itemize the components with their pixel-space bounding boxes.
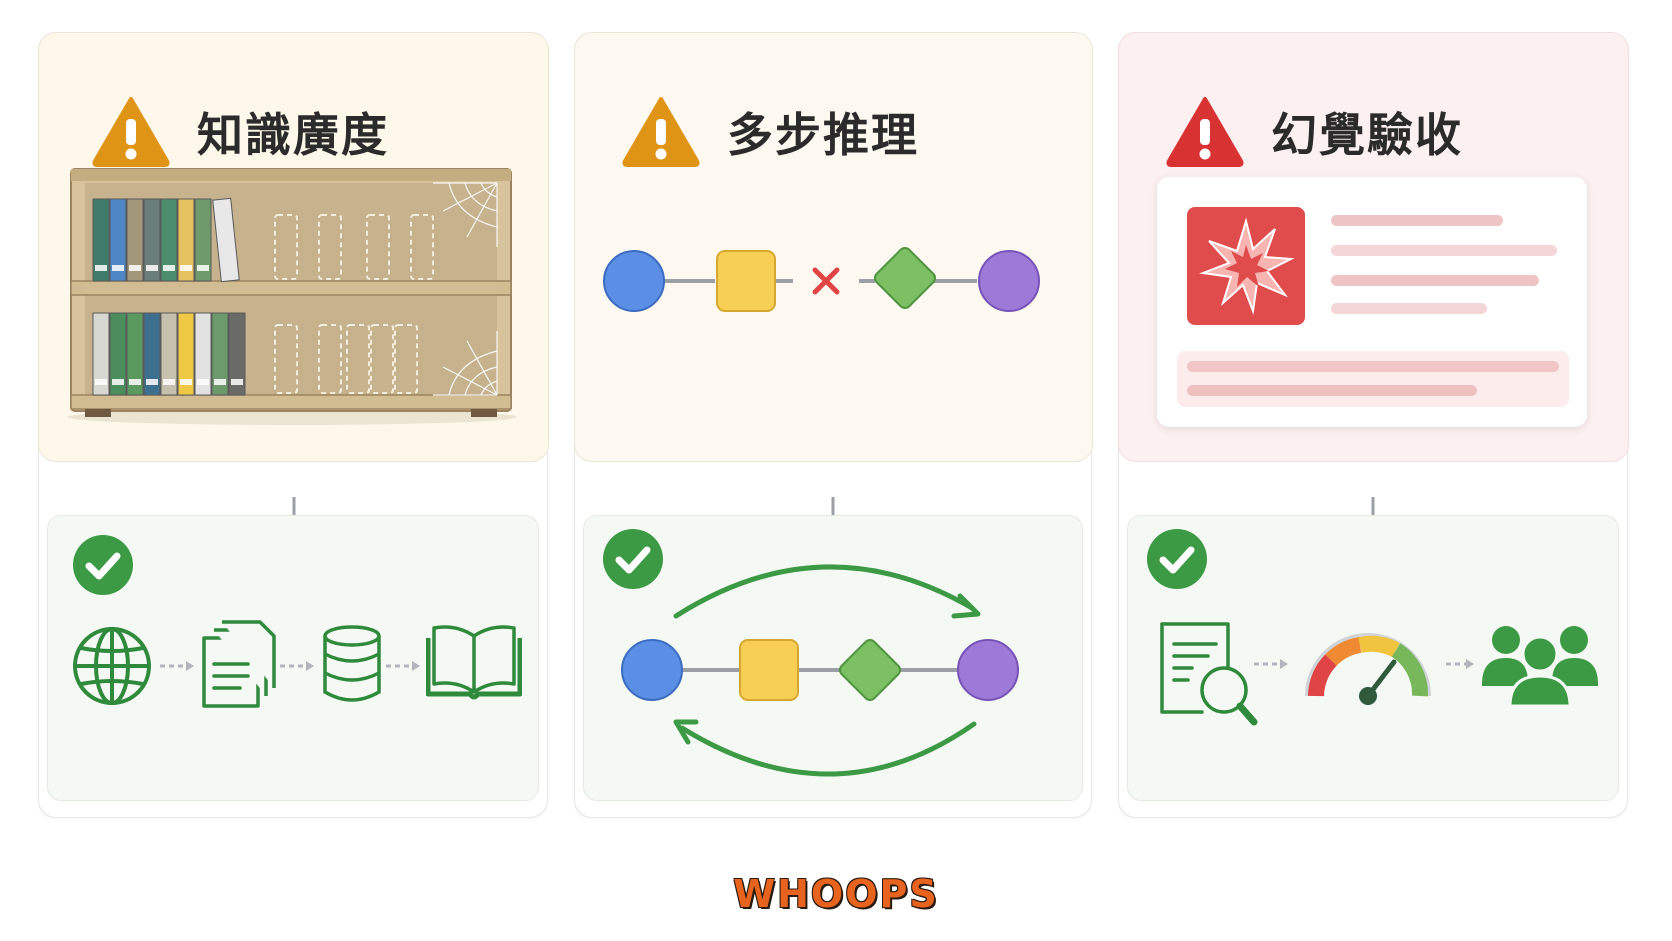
dashed-arrow-icon: [160, 661, 194, 671]
text-line: [1331, 303, 1487, 314]
text-line: [1331, 215, 1503, 226]
solution-area: [1127, 515, 1619, 801]
page-title: 幻覺驗收: [1271, 108, 1463, 162]
break-x-icon: [812, 267, 840, 295]
globe-icon: [73, 627, 151, 705]
content-card: [1157, 177, 1587, 427]
bookshelf-illustration: [67, 168, 517, 425]
open-book-icon: [426, 625, 522, 700]
dashed-arrow-icon: [386, 661, 420, 671]
burst-image-icon: [1187, 207, 1305, 325]
text-line: [1331, 245, 1557, 256]
users-icon: [1482, 626, 1598, 708]
dashed-arrow-icon: [1254, 659, 1288, 669]
dashed-arrow-icon: [280, 661, 314, 671]
broken-chain-diagram: [603, 246, 1040, 312]
text-line: [1331, 275, 1539, 286]
text-line: [1187, 361, 1559, 372]
panel-hallucination-check: 幻覺驗收: [1117, 31, 1629, 818]
panel-multistep-reasoning: 多步推理: [573, 31, 1093, 818]
check-circle-icon: [603, 529, 663, 589]
warning-icon: [622, 97, 700, 167]
whoops-logo: WHOOPS: [733, 872, 939, 916]
highlight-block: [1177, 351, 1569, 407]
loop-chain-diagram: [621, 564, 1019, 777]
warning-icon: [1166, 97, 1244, 167]
gauge-icon: [1305, 633, 1431, 705]
database-icon: [323, 625, 381, 702]
documents-icon: [202, 620, 276, 708]
text-line: [1187, 385, 1477, 396]
solution-area: [47, 515, 539, 801]
page-title: 多步推理: [727, 108, 919, 162]
warning-icon: [92, 97, 170, 167]
dashed-arrow-icon: [1446, 659, 1474, 669]
panel-knowledge-breadth: 知識廣度: [37, 31, 549, 818]
solution-area: [583, 515, 1083, 801]
document-search-icon: [1160, 622, 1258, 726]
check-circle-icon: [73, 535, 133, 595]
check-circle-icon: [1147, 529, 1207, 589]
page-title: 知識廣度: [197, 108, 389, 162]
